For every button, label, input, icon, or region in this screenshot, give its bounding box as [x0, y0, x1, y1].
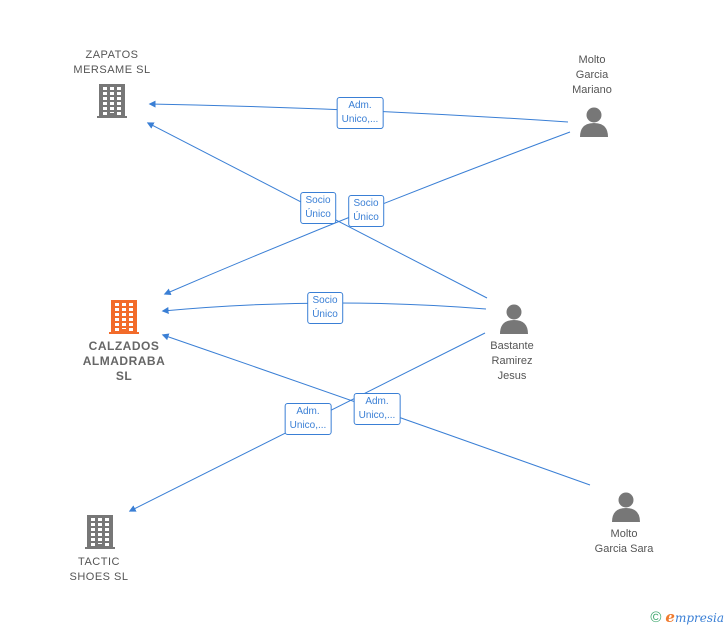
building-icon-tactic[interactable] [85, 515, 115, 549]
footer-brand: © empresia [650, 608, 724, 626]
node-label-tactic[interactable]: TACTIC SHOES SL [69, 556, 129, 583]
node-label-mariano[interactable]: Molto Garcia Mariano [572, 54, 612, 96]
building-icon-zapatos[interactable] [97, 84, 127, 118]
building-icon-calzados[interactable] [109, 300, 139, 334]
empresia-logo[interactable]: empresia [665, 608, 724, 626]
edge-label-bastante-zapatos[interactable]: Socio Único [300, 192, 336, 224]
node-label-bastante[interactable]: Bastante Ramirez Jesus [490, 340, 534, 382]
logo-text: mpresia [674, 611, 724, 625]
person-icon-sara[interactable] [612, 492, 640, 523]
node-label-calzados[interactable]: CALZADOS ALMADRABA SL [82, 339, 166, 383]
copyright-icon: © [650, 608, 662, 626]
node-label-zapatos[interactable]: ZAPATOS MERSAME SL [73, 49, 151, 76]
person-icon-bastante[interactable] [500, 304, 528, 335]
edge-label-mariano-zapatos[interactable]: Adm. Unico,... [336, 97, 384, 129]
person-icon-mariano[interactable] [580, 107, 608, 138]
edge-label-bastante-tactic[interactable]: Adm. Unico,... [284, 403, 332, 435]
edge-label-mariano-calzados[interactable]: Socio Único [348, 195, 384, 227]
logo-initial: e [665, 608, 675, 626]
edge-label-sara-calzados[interactable]: Adm. Unico,... [353, 393, 401, 425]
edge-label-bastante-calzados[interactable]: Socio Único [307, 292, 343, 324]
node-label-sara[interactable]: Molto Garcia Sara [594, 528, 654, 555]
